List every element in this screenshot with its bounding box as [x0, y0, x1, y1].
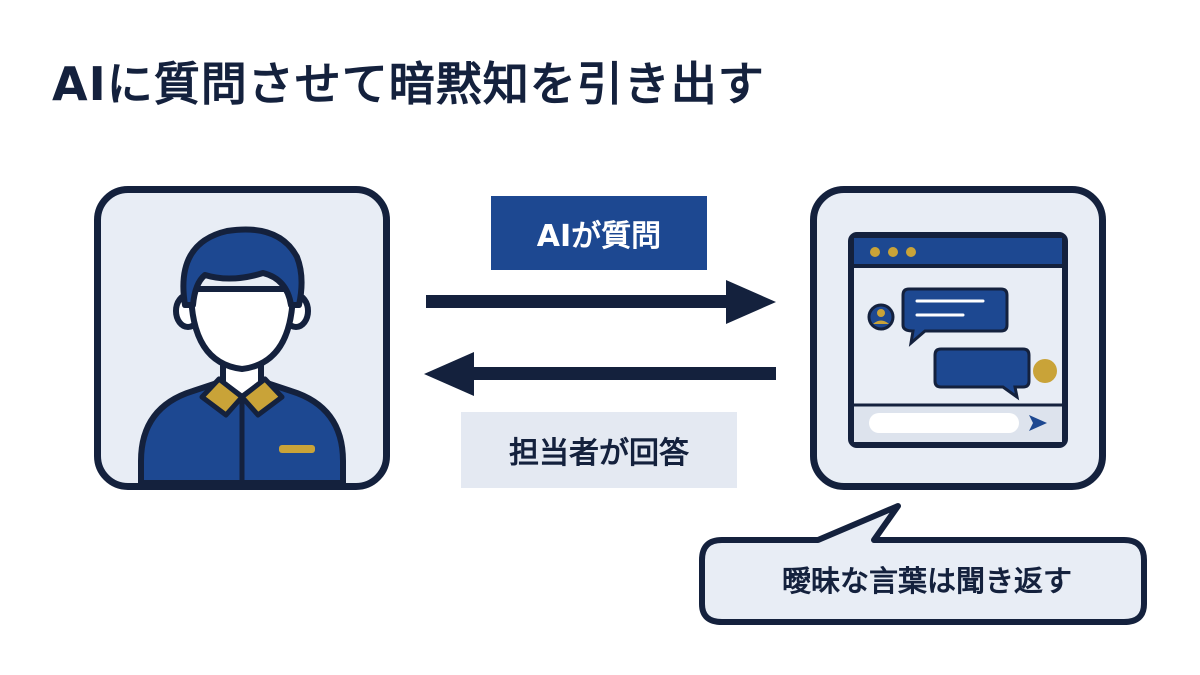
chat-panel	[810, 186, 1106, 490]
ai-asks-label: AIが質問	[491, 196, 707, 270]
arrow-left-icon	[424, 352, 776, 396]
page-title: AIに質問させて暗黙知を引き出す	[52, 57, 765, 111]
callout-text: 曖昧な言葉は聞き返す	[781, 564, 1072, 598]
arrow-right-icon	[426, 280, 776, 324]
chat-window-icon	[848, 232, 1068, 448]
user-answers-label: 担当者が回答	[461, 412, 737, 488]
callout-bubble	[699, 503, 1147, 625]
staff-person-icon	[138, 226, 346, 483]
send-icon	[1029, 415, 1047, 431]
person-panel	[94, 186, 390, 490]
